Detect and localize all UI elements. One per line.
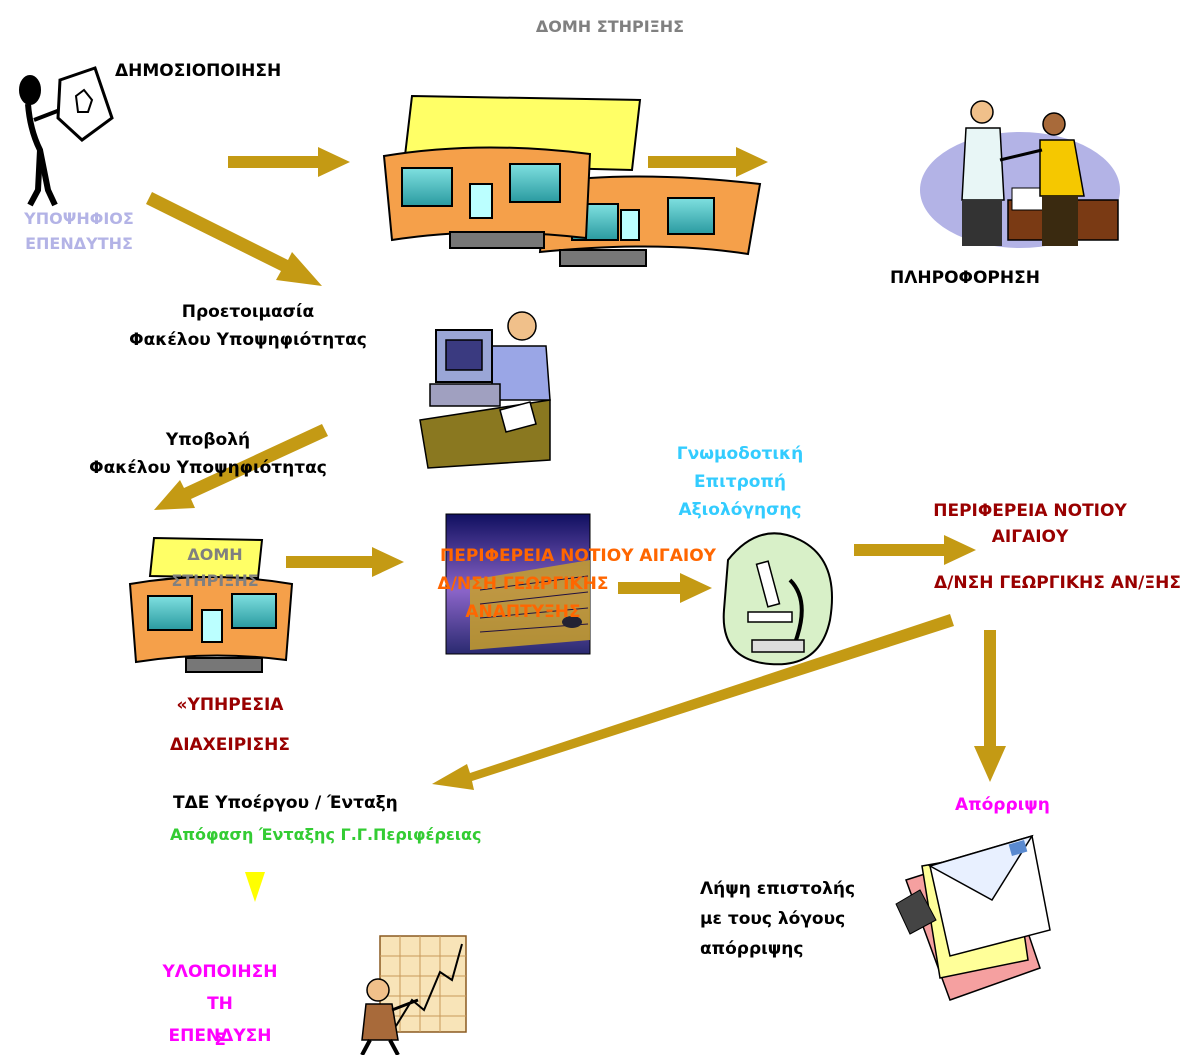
information-label: ΠΛΗΡΟΦΟΡΗΣΗ	[890, 268, 1040, 288]
region-center-label: ΠΕΡΙΦΕΡΕΙΑ ΝΟΤΙΟΥ ΑΙΓΑΙΟΥ Δ/ΝΣΗ ΓΕΩΡΓΙΚΗ…	[398, 542, 758, 626]
man-at-computer-icon	[419, 311, 551, 469]
decision-label: Απόφαση Ένταξης Γ.Γ.Περιφέρειας	[170, 825, 482, 844]
committee-line3: Αξιολόγησης	[678, 500, 802, 520]
support-box-line1: ΔΟΜΗ	[187, 545, 243, 564]
letter-line2: με τους λόγους	[700, 909, 846, 929]
investor-line2: ΕΠΕΝΔΥΤΗΣ	[25, 234, 133, 253]
submit-label: Υποβολή Φακέλου Υποψηφιότητας	[58, 426, 358, 482]
region-center-line3: ΑΝΑΠΤΥΞΗΣ	[465, 602, 581, 622]
person-with-sign-icon	[19, 66, 114, 207]
arrow-prepare-to-submit	[154, 424, 328, 510]
support-structure-small-office-icon	[128, 536, 294, 673]
rejection-label: Απόρριψη	[955, 795, 1050, 815]
tde-label: ΤΔΕ Υποέργου / Ένταξη	[173, 793, 398, 813]
committee-label: Γνωμοδοτική Επιτροπή Αξιολόγησης	[630, 440, 850, 524]
publicity-label: ΔΗΜΟΣΙΟΠΟΙΗΣΗ	[115, 61, 282, 81]
presenter-chart-icon	[360, 935, 467, 1055]
prepare-line1: Προετοιμασία	[181, 302, 315, 322]
region-right-line1: ΠΕΡΙΦΕΡΕΙΑ ΝΟΤΙΟΥ	[933, 501, 1127, 521]
region-right-line3: Δ/ΝΣΗ ΓΕΩΡΓΙΚΗΣ ΑΝ/ΞΗΣ	[934, 573, 1181, 593]
letter-label: Λήψη επιστολής με τους λόγους απόρριψης	[700, 874, 855, 964]
implement-line1: ΥΛΟΠΟΙΗΣΗ	[162, 962, 278, 982]
letter-line1: Λήψη επιστολής	[700, 879, 856, 899]
letter-line3: απόρριψης	[700, 939, 804, 959]
arrow-committee-to-region-right	[854, 535, 976, 565]
arrow-support-to-region	[286, 547, 404, 577]
implement-line2: ΤΗ	[207, 994, 233, 1014]
investor-line1: ΥΠΟΨΗΦΙΟΣ	[24, 209, 134, 228]
committee-line2: Επιτροπή	[694, 472, 786, 492]
support-box-line2: ΣΤΗΡΙΞΗΣ	[171, 571, 259, 590]
management-line1: «ΥΠΗΡΕΣΙΑ	[176, 695, 284, 715]
letters-icon	[895, 834, 1051, 1001]
arrow-offices-to-information	[648, 147, 768, 177]
prepare-line2: Φακέλου Υποψηφιότητας	[129, 330, 367, 350]
implement-line3: ΕΠΕΝΔΥΣΗ	[168, 1026, 272, 1046]
support-box-label: ΔΟΜΗ ΣΤΗΡΙΞΗΣ	[150, 542, 280, 594]
region-right-label: ΠΕΡΙΦΕΡΕΙΑ ΝΟΤΙΟΥ ΑΙΓΑΙΟΥ	[900, 498, 1160, 550]
microscope-icon	[722, 532, 833, 666]
region-right-line2: ΑΙΓΑΙΟΥ	[991, 527, 1069, 547]
implement-label: ΥΛΟΠΟΙΗΣΗ ΤΗ ΕΠΕΝΔΥΣΗ Σ	[140, 956, 300, 1050]
page-title: ΔΟΜΗ ΣΤΗΡΙΞΗΣ	[535, 17, 685, 36]
arrow-region-to-committee	[618, 573, 712, 603]
management-label: «ΥΠΗΡΕΣΙΑ ΔΙΑΧΕΙΡΙΣΗΣ	[120, 685, 340, 765]
information-people-icon	[920, 100, 1120, 248]
region-center-line1: ΠΕΡΙΦΕΡΕΙΑ ΝΟΤΙΟΥ ΑΙΓΑΙΟΥ	[439, 546, 716, 566]
implement-line4: Σ	[214, 1030, 226, 1050]
arrow-region-to-rejection	[974, 630, 1006, 782]
support-structure-offices-icon	[382, 94, 762, 267]
arrow-decision-to-implement	[245, 872, 265, 902]
submit-line2: Φακέλου Υποψηφιότητας	[89, 458, 327, 478]
investor-label: ΥΠΟΨΗΦΙΟΣ ΕΠΕΝΔΥΤΗΣ	[4, 206, 154, 256]
prepare-label: Προετοιμασία Φακέλου Υποψηφιότητας	[100, 298, 396, 354]
submit-line1: Υποβολή	[165, 430, 251, 450]
region-center-line2: Δ/ΝΣΗ ΓΕΩΡΓΙΚΗΣ	[437, 574, 609, 594]
committee-line1: Γνωμοδοτική	[676, 444, 804, 464]
arrow-region-to-tde	[432, 614, 954, 790]
building-picture	[445, 513, 591, 655]
arrow-investor-to-prepare	[146, 192, 322, 286]
arrow-publicity-to-offices	[228, 147, 350, 177]
management-line2: ΔΙΑΧΕΙΡΙΣΗΣ	[170, 735, 290, 755]
